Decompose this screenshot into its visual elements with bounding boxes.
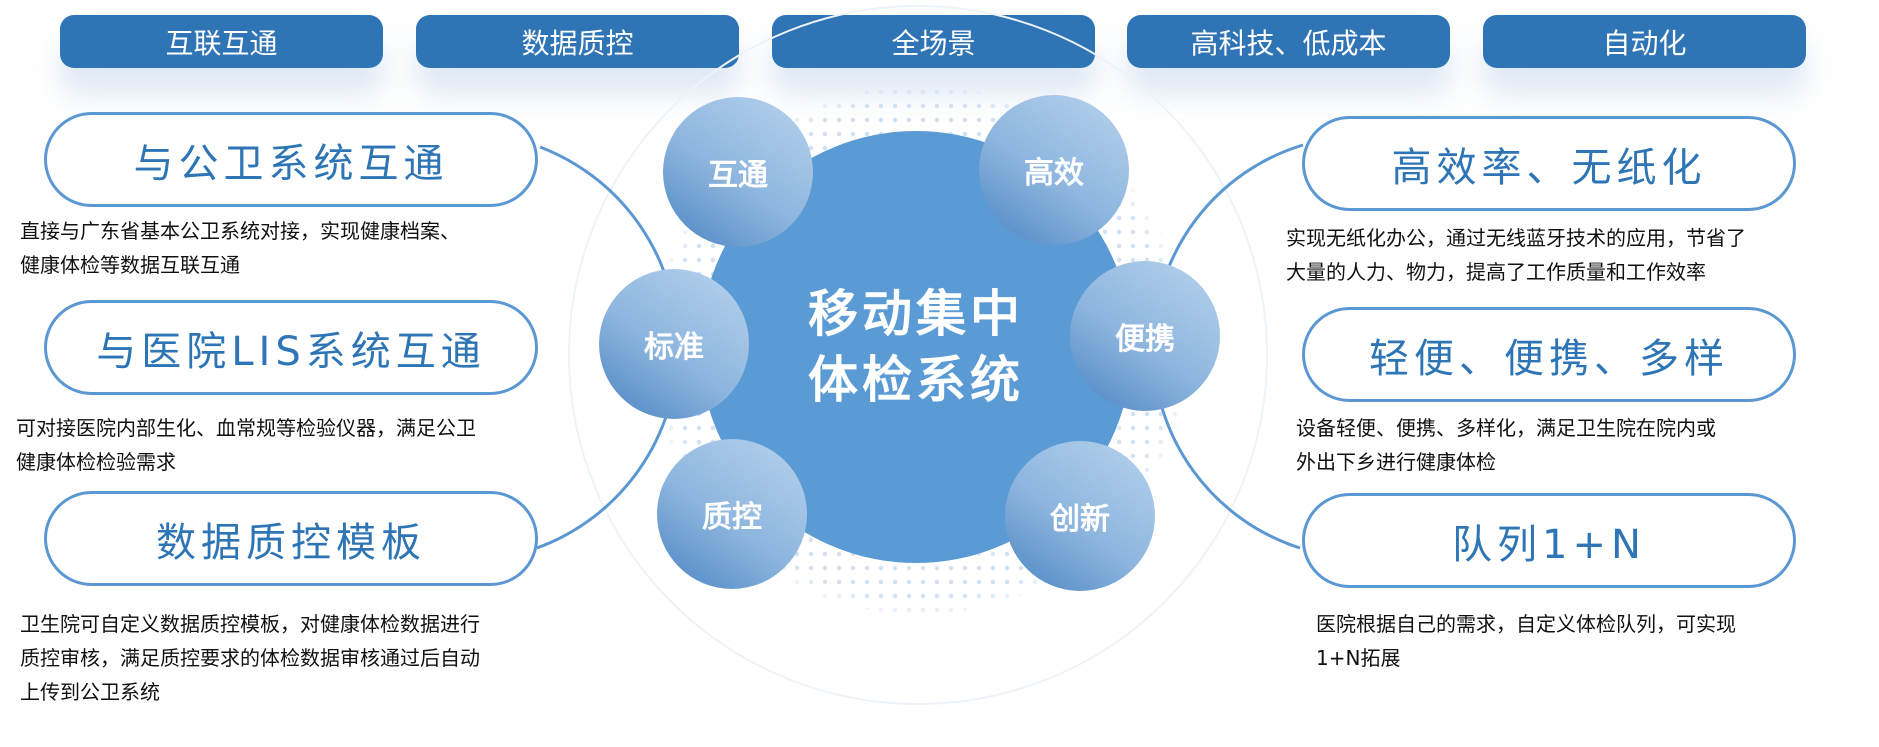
desc-line: 直接与广东省基本公卫系统对接，实现健康档案、 — [20, 219, 460, 243]
tag-hightech-lowcost: 高科技、低成本 — [1127, 15, 1450, 68]
desc-line: 实现无纸化办公，通过无线蓝牙技术的应用，节省了 — [1286, 226, 1746, 250]
center-title-line1: 移动集中 — [808, 285, 1024, 343]
feature-title-qc-template: 数据质控模板 — [44, 491, 538, 586]
background-ring — [568, 5, 1268, 705]
desc-line: 健康体检检验需求 — [16, 450, 176, 474]
satellite-standard: 标准 — [599, 269, 749, 419]
desc-line: 医院根据自己的需求，自定义体检队列，可实现 — [1316, 612, 1736, 636]
desc-line: 上传到公卫系统 — [20, 680, 160, 704]
satellite-portable: 便携 — [1070, 261, 1220, 411]
desc-line: 卫生院可自定义数据质控模板，对健康体检数据进行 — [20, 612, 480, 636]
feature-desc-lis: 可对接医院内部生化、血常规等检验仪器，满足公卫 健康体检检验需求 — [16, 411, 476, 479]
desc-line: 外出下乡进行健康体检 — [1296, 450, 1496, 474]
feature-title-queue: 队列1+N — [1302, 493, 1796, 588]
satellite-interconnect: 互通 — [663, 97, 813, 247]
feature-desc-phs: 直接与广东省基本公卫系统对接，实现健康档案、 健康体检等数据互联互通 — [20, 214, 460, 282]
feature-title-phs: 与公卫系统互通 — [44, 112, 538, 207]
satellite-efficient: 高效 — [979, 95, 1129, 245]
desc-line: 质控审核，满足质控要求的体检数据审核通过后自动 — [20, 646, 480, 670]
satellite-innovation: 创新 — [1005, 441, 1155, 591]
desc-line: 设备轻便、便携、多样化，满足卫生院在院内或 — [1296, 416, 1716, 440]
feature-desc-queue: 医院根据自己的需求，自定义体检队列，可实现 1+N拓展 — [1316, 607, 1736, 675]
desc-line: 大量的人力、物力，提高了工作质量和工作效率 — [1286, 260, 1706, 284]
feature-desc-qc-template: 卫生院可自定义数据质控模板，对健康体检数据进行 质控审核，满足质控要求的体检数据… — [20, 607, 480, 709]
feature-desc-paperless: 实现无纸化办公，通过无线蓝牙技术的应用，节省了 大量的人力、物力，提高了工作质量… — [1286, 221, 1746, 289]
center-title-line2: 体检系统 — [808, 351, 1024, 409]
satellite-qc: 质控 — [657, 439, 807, 589]
desc-line: 1+N拓展 — [1316, 646, 1401, 670]
tag-automation: 自动化 — [1483, 15, 1806, 68]
desc-line: 健康体检等数据互联互通 — [20, 253, 240, 277]
feature-desc-portable: 设备轻便、便携、多样化，满足卫生院在院内或 外出下乡进行健康体检 — [1296, 411, 1716, 479]
desc-line: 可对接医院内部生化、血常规等检验仪器，满足公卫 — [16, 416, 476, 440]
feature-title-portable: 轻便、便携、多样 — [1302, 307, 1796, 402]
tag-interconnect: 互联互通 — [60, 15, 383, 68]
feature-title-lis: 与医院LIS系统互通 — [44, 300, 538, 395]
tag-data-qc: 数据质控 — [416, 15, 739, 68]
feature-title-paperless: 高效率、无纸化 — [1302, 116, 1796, 211]
